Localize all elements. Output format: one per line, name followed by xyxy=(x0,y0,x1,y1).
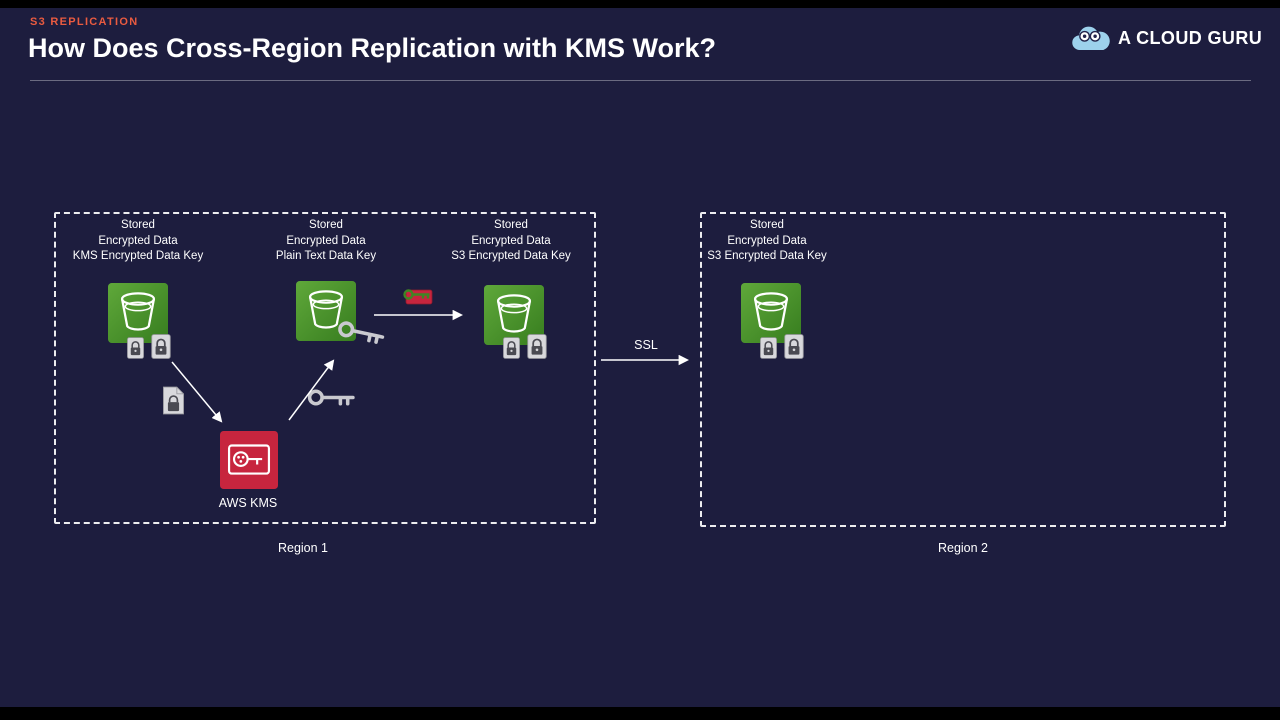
stored-data-label-plaintext-key: Stored Encrypted Data Plain Text Data Ke… xyxy=(216,218,436,265)
stored-data-label-s3-key: Stored Encrypted Data S3 Encrypted Data … xyxy=(401,218,621,265)
label-line: Stored xyxy=(750,219,784,231)
encrypted-data-key-icon xyxy=(403,286,433,306)
key-icon-from-kms xyxy=(307,387,355,408)
header-divider xyxy=(30,80,1251,81)
label-line: Encrypted Data xyxy=(727,234,807,247)
letterbox-top xyxy=(0,0,1280,8)
aws-kms-icon xyxy=(220,431,278,489)
lock-icon xyxy=(527,334,547,359)
letterbox-bottom xyxy=(0,707,1280,720)
acg-cloud-logo-icon xyxy=(1070,23,1112,55)
label-line: Encrypted Data xyxy=(98,234,178,247)
ssl-label: SSL xyxy=(634,338,658,352)
lock-icon xyxy=(151,334,171,359)
lock-icon xyxy=(503,337,520,359)
brand-name: A CLOUD GURU xyxy=(1118,28,1263,48)
label-line: Plain Text Data Key xyxy=(275,250,377,262)
region-1-boundary xyxy=(54,212,596,524)
label-line: S3 Encrypted Data Key xyxy=(707,250,827,262)
lesson-category-label: S3 REPLICATION xyxy=(30,16,139,28)
region-2-boundary xyxy=(700,212,1226,527)
label-line: Stored xyxy=(121,219,155,231)
region-1-label: Region 1 xyxy=(277,541,329,555)
stored-data-label-kms-key: Stored Encrypted Data KMS Encrypted Data… xyxy=(28,218,248,265)
label-line: Encrypted Data xyxy=(286,234,366,247)
lock-icon xyxy=(784,334,804,359)
label-line: KMS Encrypted Data Key xyxy=(72,250,204,262)
region-2-label: Region 2 xyxy=(937,541,989,555)
stored-data-label-region2: Stored Encrypted Data S3 Encrypted Data … xyxy=(657,218,877,265)
document-lock-icon xyxy=(162,386,185,415)
lock-icon xyxy=(760,337,777,359)
lock-icon xyxy=(127,337,144,359)
label-line: Stored xyxy=(494,219,528,231)
label-line: Stored xyxy=(309,219,343,231)
label-line: Encrypted Data xyxy=(471,234,551,247)
slide-title: How Does Cross-Region Replication with K… xyxy=(28,33,717,63)
label-line: S3 Encrypted Data Key xyxy=(451,250,571,262)
aws-kms-label: AWS KMS xyxy=(218,496,278,510)
